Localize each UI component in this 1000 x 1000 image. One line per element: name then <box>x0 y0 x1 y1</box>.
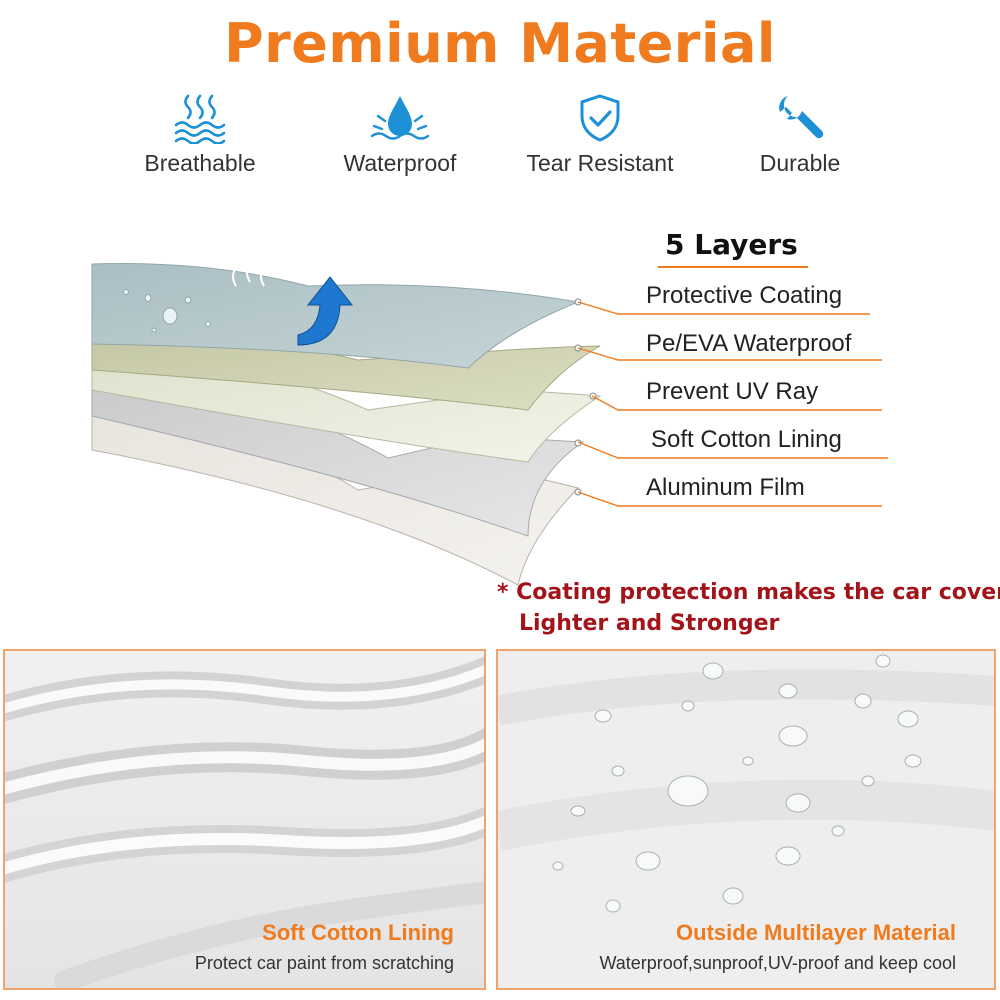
feature-label: Tear Resistant <box>526 150 674 176</box>
panel-title: Outside Multilayer Material <box>676 920 956 945</box>
up-arrow-icon <box>297 276 354 346</box>
panel-subtitle: Protect car paint from scratching <box>194 953 454 973</box>
layers-heading-underline <box>658 266 808 268</box>
panel-soft-cotton: Soft Cotton Lining Protect car paint fro… <box>3 649 486 990</box>
breathable-icon <box>174 94 226 144</box>
panel-title: Soft Cotton Lining <box>262 920 454 945</box>
layer-connector-lines <box>577 301 888 507</box>
layer-label: Prevent UV Ray <box>646 378 819 405</box>
panel-multilayer: Outside Multilayer Material Waterproof,s… <box>496 649 996 990</box>
layer-stack-illustration <box>91 247 602 586</box>
layer-label: Aluminum Film <box>646 474 805 501</box>
water-droplets <box>123 289 211 333</box>
note-line-1: * Coating protection makes the car cover <box>497 580 1000 605</box>
panel-subtitle: Waterproof,sunproof,UV-proof and keep co… <box>599 953 956 973</box>
layer-label: Soft Cotton Lining <box>651 426 842 453</box>
feature-label: Waterproof <box>343 150 457 176</box>
shield-check-icon <box>580 94 620 142</box>
layer-label: Pe/EVA Waterproof <box>646 330 852 357</box>
water-droplets <box>552 654 922 913</box>
page-title: Premium Material <box>224 12 776 75</box>
note-line-2: Lighter and Stronger <box>519 611 780 636</box>
feature-label: Breathable <box>144 150 256 176</box>
cotton-fabric-image <box>5 651 484 988</box>
water-beads-image <box>498 651 994 988</box>
feature-durable: Durable <box>700 92 900 177</box>
feature-waterproof: Waterproof <box>300 92 500 177</box>
feature-label: Durable <box>759 150 841 176</box>
coating-note: * Coating protection makes the car cover… <box>497 577 1000 639</box>
breath-arrows <box>232 247 268 287</box>
connector-dots <box>574 298 597 496</box>
feature-breathable: Breathable <box>100 92 300 177</box>
feature-tear-resistant: Tear Resistant <box>500 92 700 177</box>
water-drop-icon <box>370 96 430 140</box>
layers-heading: 5 Layers <box>665 228 798 261</box>
wrench-icon <box>779 96 824 139</box>
layer-label: Protective Coating <box>646 282 843 309</box>
